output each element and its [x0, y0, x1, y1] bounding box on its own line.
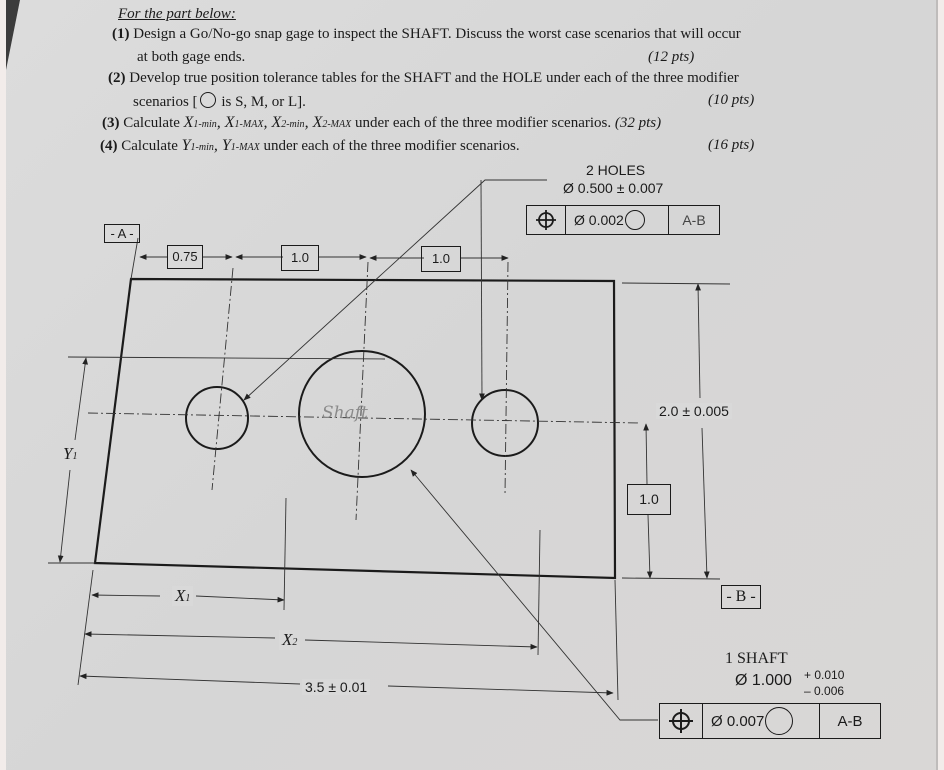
var: Y	[181, 137, 191, 154]
modifier-circle-icon	[765, 707, 794, 735]
question-2-points: (10 pts)	[708, 92, 755, 108]
handwritten-shaft-label: Shaft	[322, 403, 368, 423]
fcf-symbol-cell	[660, 704, 703, 738]
var: , X	[263, 114, 282, 131]
var-x2-sub: 2	[292, 637, 298, 648]
datum-a-label: - A -	[104, 224, 140, 243]
part-outline	[93, 277, 617, 580]
var-y1: Y	[63, 444, 73, 463]
holes-diameter: Ø 0.500 ± 0.007	[563, 180, 664, 196]
var-x1: X	[175, 586, 186, 605]
var: X	[183, 114, 194, 131]
question-3: (3) Calculate X1-min, X1-MAX, X2-min, X2…	[102, 114, 661, 132]
question-2-number: (2)	[108, 70, 126, 86]
centerline-hole-left	[211, 267, 234, 491]
paper-sheet	[6, 0, 938, 770]
var-x2: X	[282, 630, 293, 649]
shaft-circle	[298, 350, 426, 478]
basic-dim-1-0-vertical: 1.0	[627, 484, 671, 515]
holes-leader-left	[243, 179, 547, 401]
shaft-upper-tolerance: + 0.010	[804, 668, 845, 682]
var-sub: 2-min	[281, 119, 305, 130]
question-1-points: (12 pts)	[648, 49, 695, 65]
holes-feature-control-frame: Ø 0.002 A-B	[526, 205, 720, 235]
dim-height-total: 2.0 ± 0.005	[656, 403, 732, 419]
shaft-lower-tolerance: – 0.006	[804, 684, 845, 698]
var-x1-label: X1	[172, 586, 194, 606]
true-position-icon	[536, 210, 556, 230]
var-sub: 1-MAX	[230, 142, 260, 153]
question-4-post: under each of the three modifier scenari…	[259, 138, 520, 154]
var: , Y	[213, 137, 231, 154]
var-sub: 1-min	[193, 119, 217, 130]
question-4-points: (16 pts)	[708, 137, 755, 153]
hole-left	[185, 386, 249, 450]
fcf-symbol-cell	[527, 206, 566, 234]
var-x2-label: X2	[279, 630, 301, 650]
question-1: (1) Design a Go/No-go snap gage to inspe…	[112, 26, 741, 43]
question-4-number: (4)	[100, 138, 118, 154]
question-3-pre: Calculate	[123, 115, 184, 131]
shaft-diameter: Ø 1.000	[735, 672, 792, 689]
basic-dim-1-0-a: 1.0	[281, 245, 319, 271]
var-sub: 2-MAX	[322, 119, 352, 130]
basic-dim-1-0-b: 1.0	[421, 246, 461, 272]
problem-heading: For the part below:	[118, 6, 236, 22]
centerline-shaft	[355, 261, 369, 521]
var-y1-label: Y1	[63, 444, 77, 464]
question-2-cont-pre: scenarios [	[133, 94, 198, 110]
question-2: (2) Develop true position tolerance tabl…	[108, 70, 739, 87]
var-x1-sub: 1	[185, 593, 191, 604]
fcf-datum-cell: A-B	[682, 212, 706, 228]
shaft-count: 1 SHAFT	[725, 650, 788, 667]
holes-count: 2 HOLES	[586, 162, 646, 178]
question-3-points: (32 pts)	[614, 115, 662, 131]
question-3-post: under each of the three modifier scenari…	[351, 115, 612, 131]
question-2-cont-post: is S, M, or L].	[217, 94, 306, 110]
fcf-datum-cell: A-B	[837, 712, 863, 730]
question-4: (4) Calculate Y1-min, Y1-MAX under each …	[100, 137, 520, 155]
modifier-circle-icon	[199, 92, 216, 108]
question-1-cont: at both gage ends.	[137, 49, 246, 65]
question-2-cont: scenarios [ is S, M, or L].	[133, 92, 306, 111]
basic-dim-0-75: 0.75	[167, 245, 203, 269]
true-position-icon	[669, 709, 693, 733]
modifier-circle-icon	[624, 210, 645, 230]
fcf-tolerance-cell: Ø 0.002	[566, 206, 669, 234]
question-1-number: (1)	[112, 26, 130, 42]
centerline-hole-right	[504, 261, 509, 496]
var: , X	[304, 114, 323, 131]
fcf-tolerance-cell: Ø 0.007	[703, 704, 820, 738]
question-2-text: Develop true position tolerance tables f…	[129, 70, 739, 86]
question-4-pre: Calculate	[121, 138, 182, 154]
dim-width-total: 3.5 ± 0.01	[302, 679, 371, 695]
shaft-leader	[410, 469, 658, 721]
shaft-feature-control-frame: Ø 0.007 A-B	[659, 703, 881, 739]
fcf-tolerance: Ø 0.007	[711, 712, 765, 730]
holes-leader-right	[479, 179, 485, 401]
var-sub: 1-MAX	[234, 119, 264, 130]
var: , X	[216, 114, 235, 131]
var-sub: 1-min	[190, 142, 214, 153]
centerline-horizontal	[87, 412, 641, 424]
hole-right	[471, 389, 539, 457]
var-y1-sub: 1	[72, 451, 78, 462]
page-edge	[936, 0, 938, 770]
fcf-tolerance: Ø 0.002	[574, 212, 624, 228]
datum-b-label: - B -	[721, 585, 761, 609]
question-1-text: Design a Go/No-go snap gage to inspect t…	[133, 26, 741, 42]
question-3-number: (3)	[102, 115, 120, 131]
